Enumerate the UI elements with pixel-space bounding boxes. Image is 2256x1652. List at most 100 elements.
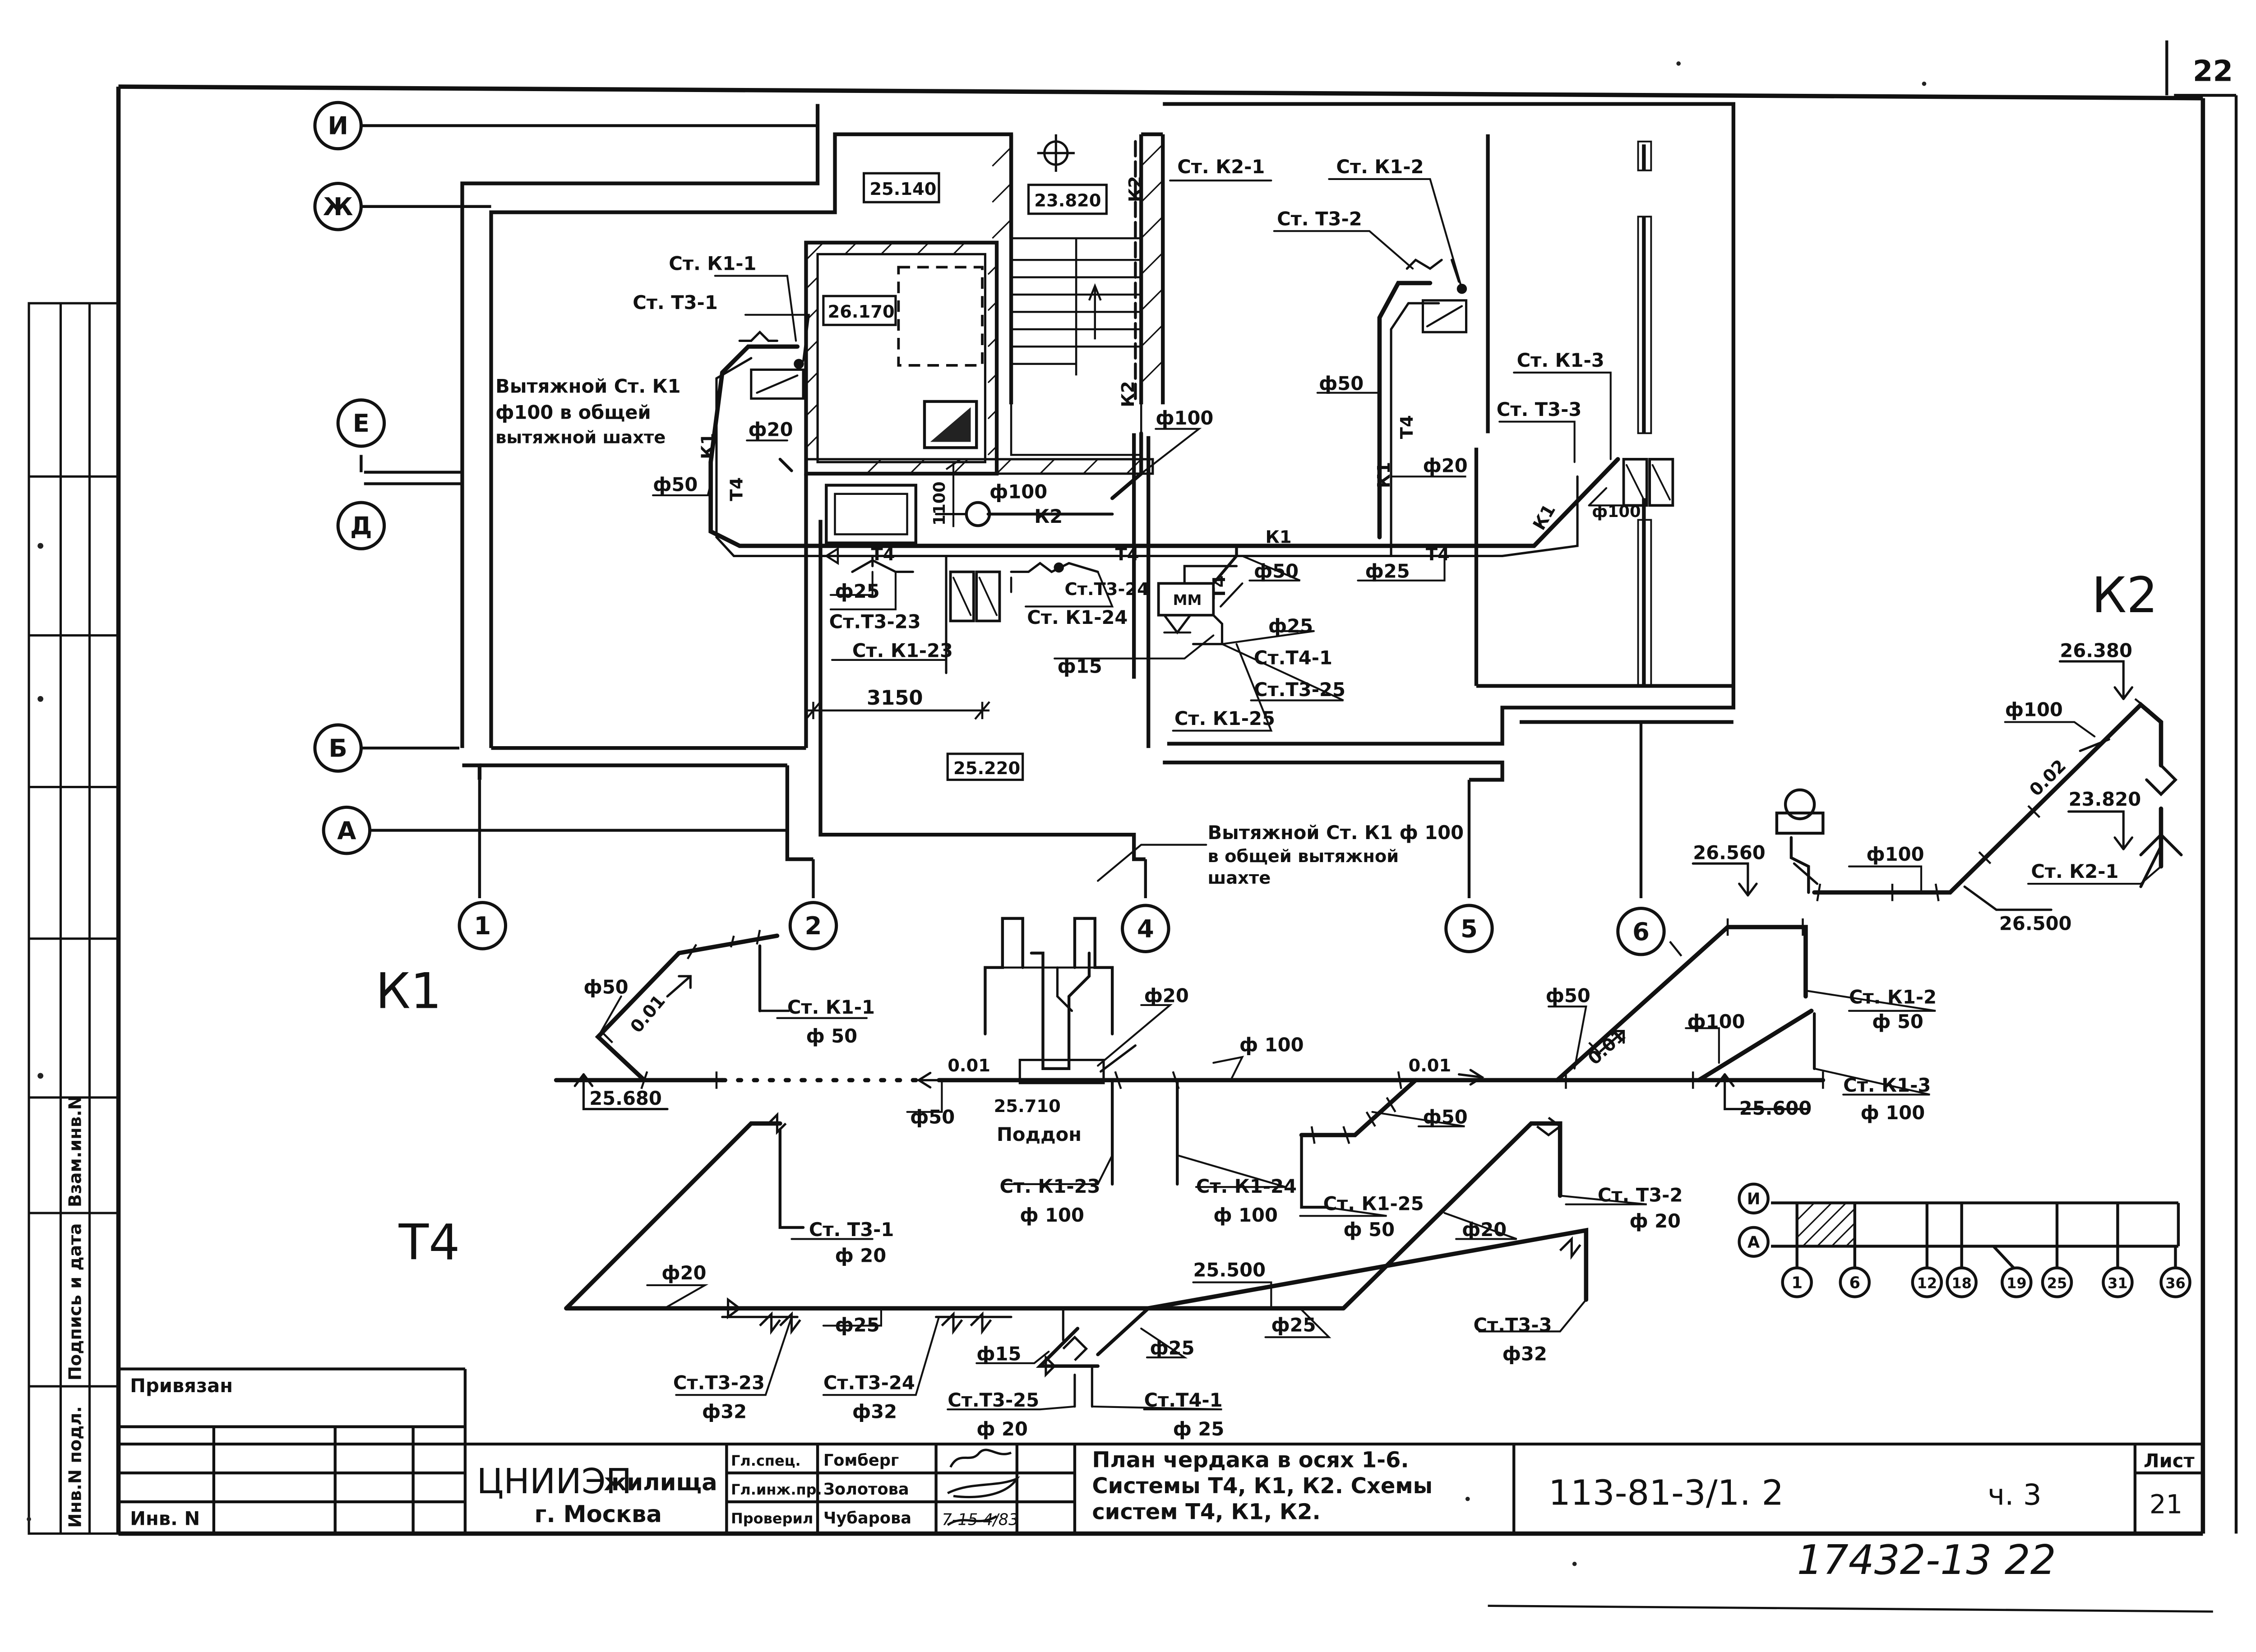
plan-label-stt325: Ст.Т3-25	[1254, 678, 1345, 701]
plan-pipe-d50-right: ф50	[1319, 372, 1364, 394]
sheet-number-top: 22	[2193, 55, 2233, 88]
plan-pipe-k2-vert-mid: К2	[1118, 381, 1138, 407]
t4-d25-center: ф25	[1150, 1337, 1194, 1359]
plan-label-stt41: Ст.Т4-1	[1254, 646, 1332, 669]
plan-pipe-mm: ММ	[1173, 591, 1202, 609]
k1-stk125: Ст. К1-25	[1323, 1192, 1424, 1214]
k1-d50-right: ф50	[1546, 985, 1590, 1007]
axis-label-zh: Ж	[323, 192, 353, 221]
t4-stt31-d: ф 20	[835, 1245, 886, 1267]
tb-city: г. Москва	[535, 1501, 662, 1528]
key-col-6: 6	[1849, 1274, 1861, 1292]
stair-treads	[1010, 237, 1142, 456]
plan-pipe-t4-vert-right: Т4	[1397, 415, 1417, 439]
scheme-k2-title: К2	[2092, 567, 2158, 624]
tb-name-chubarova: Чубарова	[823, 1509, 911, 1527]
mark-25220: 25.220	[953, 758, 1020, 779]
tb-inv-n: Инв. N	[130, 1507, 200, 1529]
k1-stk13: Ст. К1-3	[1843, 1074, 1931, 1096]
elevation-boxes	[822, 172, 1108, 781]
scheme-k2-ticks	[1816, 698, 2150, 901]
k1-d50-top: ф50	[583, 976, 628, 998]
k1-stk123: Ст. К1-23	[999, 1175, 1100, 1197]
key-col-25: 25	[2047, 1274, 2067, 1292]
plan-label-exhb1: Вытяжной Ст. К1 ф 100	[1207, 821, 1464, 844]
plan-pipe-d15: ф15	[1058, 655, 1102, 678]
k1-d20: ф20	[1144, 985, 1189, 1007]
plan-pipe-t4-center: Т4	[1115, 545, 1139, 565]
key-plan	[1771, 1201, 2180, 1269]
tb-sheet-label: Лист	[2144, 1449, 2195, 1472]
t4-d25-right: ф25	[1271, 1314, 1316, 1336]
t4-d20-left: ф20	[661, 1262, 706, 1284]
key-col-1: 1	[1791, 1274, 1803, 1292]
axis-label-1: 1	[474, 911, 491, 940]
k1-poddon: Поддон	[997, 1123, 1082, 1145]
plan-pipes	[652, 140, 1674, 882]
plan-walls	[460, 102, 1735, 861]
title-block-grid	[118, 1367, 2203, 1534]
plan-pipe-k1-vert-right: К1	[1374, 462, 1394, 488]
scheme-k1-ticks	[600, 918, 1824, 1144]
tb-role-gl-inzh: Гл.инж.пр.	[731, 1481, 822, 1498]
plan-pipe-t4-vert-center: Т4	[1209, 576, 1230, 600]
k2-stk21: Ст. К2-1	[2031, 860, 2118, 882]
k2-el-23820: 23.820	[2069, 788, 2141, 810]
k1-d50-branch: ф50	[1423, 1106, 1468, 1128]
plan-label-exh2: ф100 в общей	[495, 401, 651, 423]
mark-26170: 26.170	[828, 302, 894, 322]
key-col-18: 18	[1951, 1274, 1972, 1292]
plan-pipe-k2-vert-top: К2	[1125, 176, 1146, 202]
t4-el-25500: 25.500	[1193, 1259, 1266, 1281]
drawing-frame	[116, 84, 2205, 1536]
k1-stk13-d: ф 100	[1861, 1102, 1925, 1124]
k1-stk124-d: ф 100	[1213, 1204, 1278, 1226]
plan-label-stk11: Ст. К1-1	[669, 253, 756, 275]
plan-pipe-k1-main: К1	[1266, 527, 1292, 548]
plan-label-stt323: Ст.Т3-23	[829, 610, 921, 632]
k1-stk125-d: ф 50	[1343, 1218, 1395, 1241]
k2-d100-diag: ф100	[2005, 699, 2063, 721]
stamp-podpis: Подпись и дата	[65, 1223, 85, 1380]
plan-pipe-t4-main: Т4	[1426, 545, 1450, 565]
tb-org-suffix: жилища	[604, 1469, 717, 1496]
dimension-1100	[945, 458, 962, 527]
t4-d15: ф15	[976, 1343, 1021, 1365]
axis-label-2: 2	[805, 911, 822, 940]
k1-d50-center: ф50	[910, 1106, 955, 1128]
vent-room	[804, 240, 1154, 545]
scheme-t4-title: Т4	[398, 1214, 460, 1271]
k1-stk124: Ст. К1-24	[1196, 1175, 1297, 1197]
k1-stk12: Ст. К1-2	[1849, 986, 1937, 1008]
signatures	[947, 1449, 1020, 1526]
k1-stk11-d: ф 50	[806, 1025, 857, 1047]
plan-pipe-d50-left: ф50	[653, 473, 698, 495]
mark-23820: 23.820	[1034, 191, 1101, 211]
axis-label-b: Б	[328, 734, 347, 762]
key-col-19: 19	[2006, 1274, 2027, 1292]
plan-pipe-k1-vert-left: К1	[698, 433, 718, 459]
axis-label-e: Е	[353, 409, 370, 438]
plan-pipe-d25-left: ф25	[835, 580, 879, 602]
key-row-i: И	[1747, 1190, 1760, 1209]
side-stamp	[28, 302, 120, 1535]
tb-doc-code: 113-81-3/1. 2	[1549, 1473, 1784, 1513]
plan-pipe-d20-right: ф20	[1423, 455, 1468, 477]
k2-el-26380: 26.380	[2060, 639, 2132, 661]
axis-label-a: А	[337, 816, 356, 845]
key-plan-hatch	[1796, 1202, 1855, 1247]
key-col-12: 12	[1917, 1274, 1937, 1292]
plan-pipe-d25-right: ф25	[1365, 560, 1410, 582]
k1-stk11: Ст. К1-1	[787, 996, 875, 1018]
t4-stt31: Ст. Т3-1	[809, 1218, 894, 1241]
k1-stk123-d: ф 100	[1020, 1204, 1084, 1226]
axis-label-6: 6	[1632, 917, 1650, 946]
key-row-a: А	[1747, 1233, 1760, 1252]
t4-stt325-d: ф 20	[976, 1418, 1028, 1440]
plan-label-stt31: Ст. Т3-1	[633, 291, 718, 314]
roof-hatch-symbol	[1037, 134, 1075, 172]
k1-el-25680: 25.680	[589, 1087, 662, 1109]
tb-name-zolotova: Золотова	[823, 1480, 909, 1499]
plan-label-stk124: Ст. К1-24	[1027, 606, 1128, 628]
